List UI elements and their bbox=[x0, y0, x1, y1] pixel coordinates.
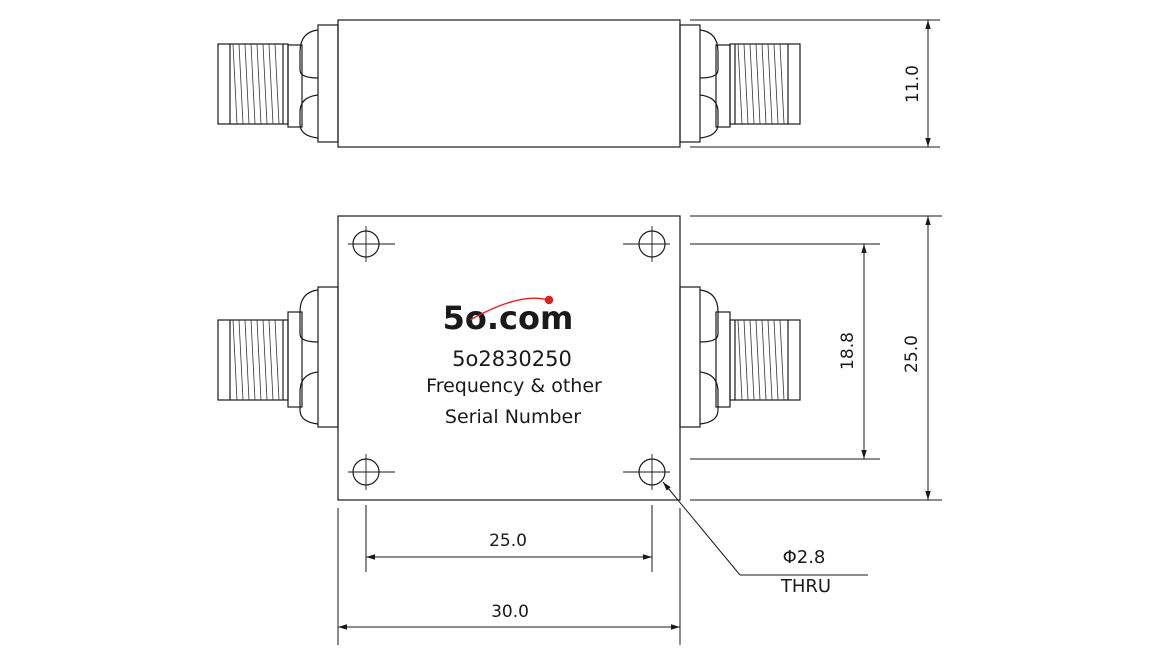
dim-side-height: 11.0 bbox=[690, 19, 940, 148]
top-view: 5o.com 5o2830250 Frequency & other Seria… bbox=[217, 215, 942, 645]
dim-hole-vertical: 18.8 bbox=[690, 243, 880, 460]
mounting-hole-top-right bbox=[623, 226, 670, 262]
dim-hole-vertical-label: 18.8 bbox=[838, 332, 858, 370]
label-line-2: Serial Number bbox=[445, 406, 581, 428]
top-right-threads bbox=[734, 319, 789, 401]
side-right-threads bbox=[734, 43, 789, 125]
top-right-connector bbox=[679, 286, 801, 428]
dim-side-height-label: 11.0 bbox=[903, 65, 923, 103]
mounting-hole-bottom-left bbox=[348, 454, 395, 490]
brand-logo-text: 5o.com bbox=[443, 299, 574, 337]
top-left-connector bbox=[217, 286, 339, 428]
label-line-1: Frequency & other bbox=[426, 375, 602, 397]
mounting-hole-top-left bbox=[348, 226, 395, 262]
brand-logo-swoosh bbox=[469, 297, 549, 321]
dim-hole-horizontal: 25.0 bbox=[365, 505, 653, 572]
hole-diameter-label: Φ2.8 bbox=[783, 547, 826, 568]
side-view-body bbox=[337, 19, 681, 148]
mounting-hole-bottom-right bbox=[623, 454, 670, 490]
part-number: 5o2830250 bbox=[452, 347, 572, 371]
brand-logo-dot bbox=[544, 295, 554, 305]
dim-body-width-label: 30.0 bbox=[491, 602, 529, 622]
dim-hole-horizontal-label: 25.0 bbox=[489, 531, 527, 551]
dim-body-height-label: 25.0 bbox=[902, 335, 922, 373]
dim-body-width: 30.0 bbox=[337, 508, 681, 645]
hole-thru-label: THRU bbox=[780, 576, 831, 597]
brand-logo: 5o.com bbox=[443, 295, 574, 337]
dim-body-height: 25.0 bbox=[690, 215, 942, 501]
hole-callout: Φ2.8 THRU bbox=[662, 481, 868, 597]
side-right-connector bbox=[679, 24, 801, 143]
top-left-threads bbox=[229, 319, 284, 401]
side-left-connector bbox=[217, 24, 339, 143]
side-view: 11.0 bbox=[217, 19, 940, 148]
side-left-threads bbox=[229, 43, 284, 125]
